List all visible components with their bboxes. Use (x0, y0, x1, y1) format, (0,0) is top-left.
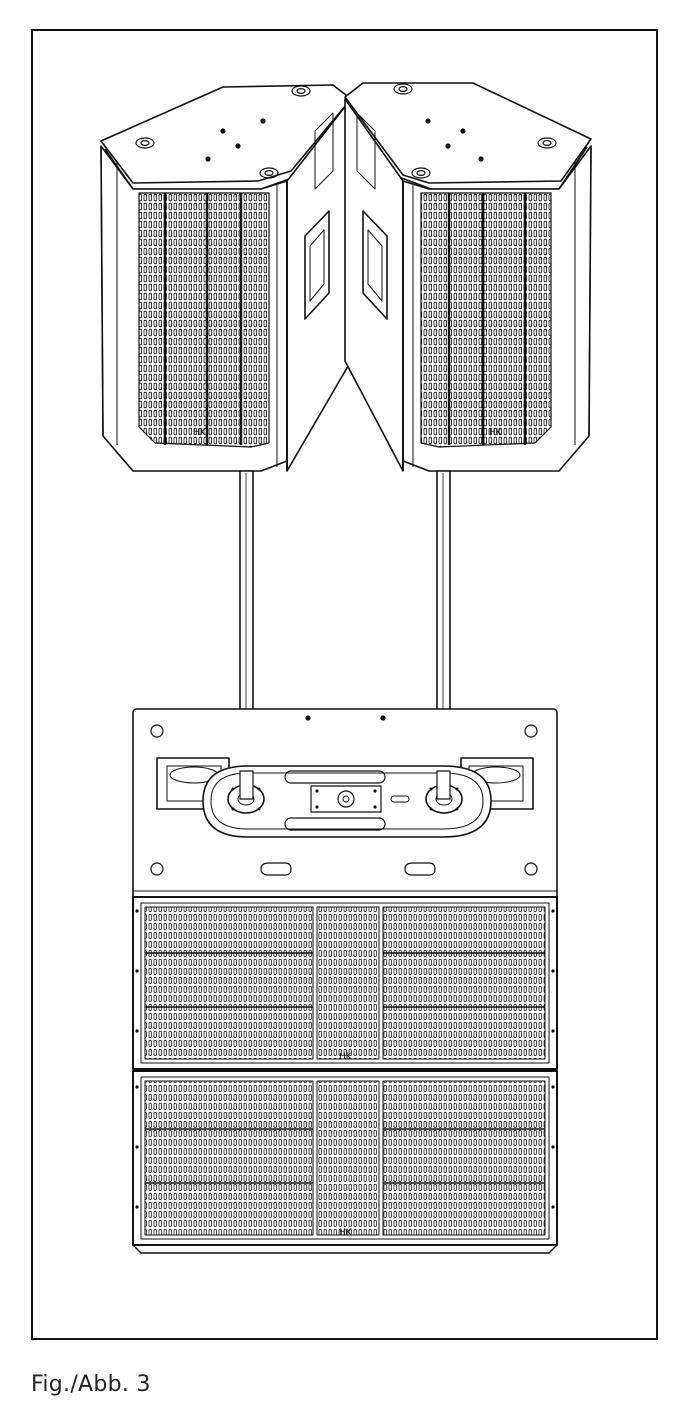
subwoofer-lower: HK (132, 1070, 558, 1254)
left-speaker-brand-mark: HK (193, 428, 207, 438)
right-speaker-top-panel (344, 82, 592, 184)
left-speaker-handle (304, 210, 330, 320)
speaker-system-illustration: HK HK (100, 82, 592, 1254)
subwoofer-lower-grille-right (382, 1080, 546, 1236)
figure-frame: HK HK (31, 29, 658, 1340)
figure-caption: Fig./Abb. 3 (31, 1372, 151, 1397)
left-speaker-top-panel (100, 84, 352, 184)
right-speaker-handle (362, 210, 388, 320)
right-speaker-rigging (393, 83, 557, 179)
subwoofer-top-plate (132, 708, 558, 898)
right-speaker-side-bracket (356, 112, 376, 190)
subwoofer-lower-grille-left (144, 1080, 314, 1236)
subwoofer-upper-grille-left (144, 906, 314, 1060)
subwoofer-lower-grille-center (316, 1080, 380, 1236)
subwoofer-upper-brand-mark: HK (339, 1052, 353, 1062)
right-speaker-grille (420, 192, 552, 448)
right-top-speaker: HK (344, 82, 592, 472)
left-speaker-side-bracket (314, 112, 334, 190)
subwoofer-upper: HK (132, 896, 558, 1070)
subwoofer-upper-grille-center (316, 906, 380, 1060)
right-speaker-brand-mark: HK (489, 428, 503, 438)
left-top-speaker: HK (100, 84, 352, 472)
left-speaker-rigging (135, 85, 311, 179)
subwoofer-upper-grille-right (382, 906, 546, 1060)
subwoofer-front-slot-left (260, 862, 292, 876)
subwoofer-lower-brand-mark: HK (339, 1228, 353, 1238)
left-speaker-grille (138, 192, 270, 448)
subwoofer-front-slot-right (404, 862, 436, 876)
adapter-center-plate (310, 785, 382, 813)
